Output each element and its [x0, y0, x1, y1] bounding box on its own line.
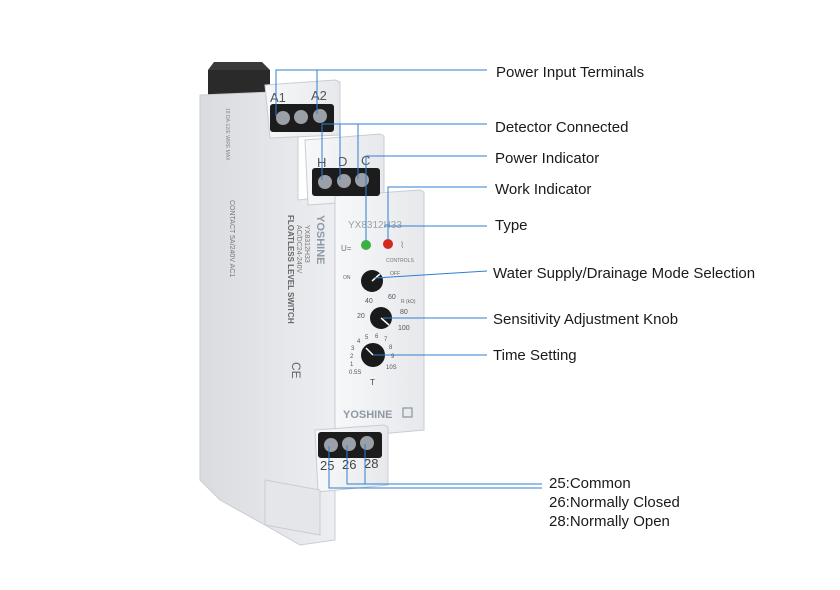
- work-led: [383, 239, 393, 249]
- callout-power-input-terminals: Power Input Terminals: [496, 64, 645, 81]
- contact-common: 25:Common: [549, 475, 631, 492]
- din-clip: [208, 70, 270, 95]
- sensitivity-unit: R (kΩ): [401, 299, 416, 305]
- leader-contact-25: [328, 446, 542, 489]
- bottom-foot: [264, 479, 321, 536]
- contact-legend: 25:Common 26:Normally Closed 28:Normally…: [549, 474, 680, 531]
- leader-mode: [374, 270, 488, 279]
- sensitivity-tick-20: 20: [357, 313, 365, 320]
- time-tick-0-5s: 0.5S: [349, 370, 361, 376]
- terminal-label-a2: A2: [311, 88, 327, 103]
- leader-power-indicator: [365, 155, 487, 241]
- leader-power-input: [275, 69, 487, 116]
- terminal-screw: [276, 111, 290, 125]
- relay-device: A1 A2 H D C 25 26 28 YX8312H33 U= CONTRO…: [199, 62, 425, 546]
- din-clip-top: [208, 62, 270, 70]
- time-tick-9: 9: [391, 354, 395, 360]
- callout-work-indicator: Work Indicator: [495, 181, 592, 198]
- relay-symbol-icon: ⌇: [400, 240, 404, 250]
- time-knob-letter: T: [370, 378, 375, 387]
- side-voltage: AC/DC24-240V: [295, 225, 302, 274]
- leader-detector: [321, 123, 487, 180]
- mode-label-on: ON: [343, 275, 351, 281]
- side-contact: CONTACT 5A/240V AC1: [228, 200, 235, 277]
- terminal-screw: [337, 174, 351, 188]
- terminal-label-a1: A1: [270, 90, 286, 105]
- time-tick-8: 8: [389, 345, 393, 351]
- terminal-screw: [294, 110, 308, 124]
- time-tick-10s: 10S: [386, 365, 397, 371]
- model-text: YX8312H33: [348, 220, 402, 231]
- terminal-label-28: 28: [364, 456, 378, 471]
- time-knob-pointer: [365, 347, 374, 356]
- callout-mode-selection: Water Supply/Drainage Mode Selection: [493, 265, 756, 282]
- side-wire: 18 DA-12/E WIRE MAX: [224, 108, 230, 161]
- sensitivity-tick-100: 100: [398, 325, 410, 332]
- time-tick-5: 5: [365, 335, 369, 341]
- callout-type: Type: [495, 217, 528, 234]
- sensitivity-knob-pointer: [380, 317, 390, 326]
- side-product-name: FLOATLESS LEVEL SWITCH: [286, 215, 295, 324]
- terminal-label-25: 25: [320, 458, 334, 473]
- callout-time-setting: Time Setting: [493, 347, 577, 364]
- time-tick-6: 6: [375, 334, 379, 340]
- side-model: YX8312H33: [303, 225, 310, 263]
- sensitivity-tick-80: 80: [400, 309, 408, 316]
- controls-label: CONTROLS: [386, 258, 414, 264]
- contact-normally-closed: 26:Normally Closed: [549, 494, 680, 511]
- terminal-screw: [342, 437, 356, 451]
- time-tick-2: 2: [350, 354, 354, 360]
- sensitivity-tick-40: 40: [365, 298, 373, 305]
- brand-logo-front: YOSHINE: [343, 409, 393, 421]
- callout-sensitivity-knob: Sensitivity Adjustment Knob: [493, 311, 679, 328]
- mode-label-off: OFF: [390, 271, 400, 277]
- time-tick-7: 7: [384, 337, 388, 343]
- callout-detector-connected: Detector Connected: [495, 119, 629, 136]
- terminal-screw: [318, 175, 332, 189]
- terminal-screw: [313, 109, 327, 123]
- terminal-screw: [355, 173, 369, 187]
- power-led-label: U=: [341, 244, 352, 253]
- time-tick-3: 3: [351, 346, 355, 352]
- power-led: [361, 240, 371, 250]
- leader-contact-26: [346, 445, 542, 485]
- terminal-label-d: D: [338, 154, 347, 169]
- time-tick-1: 1: [350, 362, 354, 368]
- leader-lines: [275, 69, 542, 489]
- ce-mark-icon: CE: [289, 362, 303, 379]
- terminal-label-26: 26: [342, 457, 356, 472]
- contact-normally-open: 28:Normally Open: [549, 513, 670, 530]
- terminal-screw: [360, 436, 374, 450]
- side-brand: YOSHINE: [314, 215, 326, 265]
- callout-power-indicator: Power Indicator: [495, 150, 600, 167]
- time-tick-4: 4: [357, 339, 361, 345]
- terminal-screw: [324, 438, 338, 452]
- leader-work-indicator: [387, 186, 487, 240]
- sensitivity-tick-60: 60: [388, 294, 396, 301]
- brand-logo-mark: [402, 407, 413, 418]
